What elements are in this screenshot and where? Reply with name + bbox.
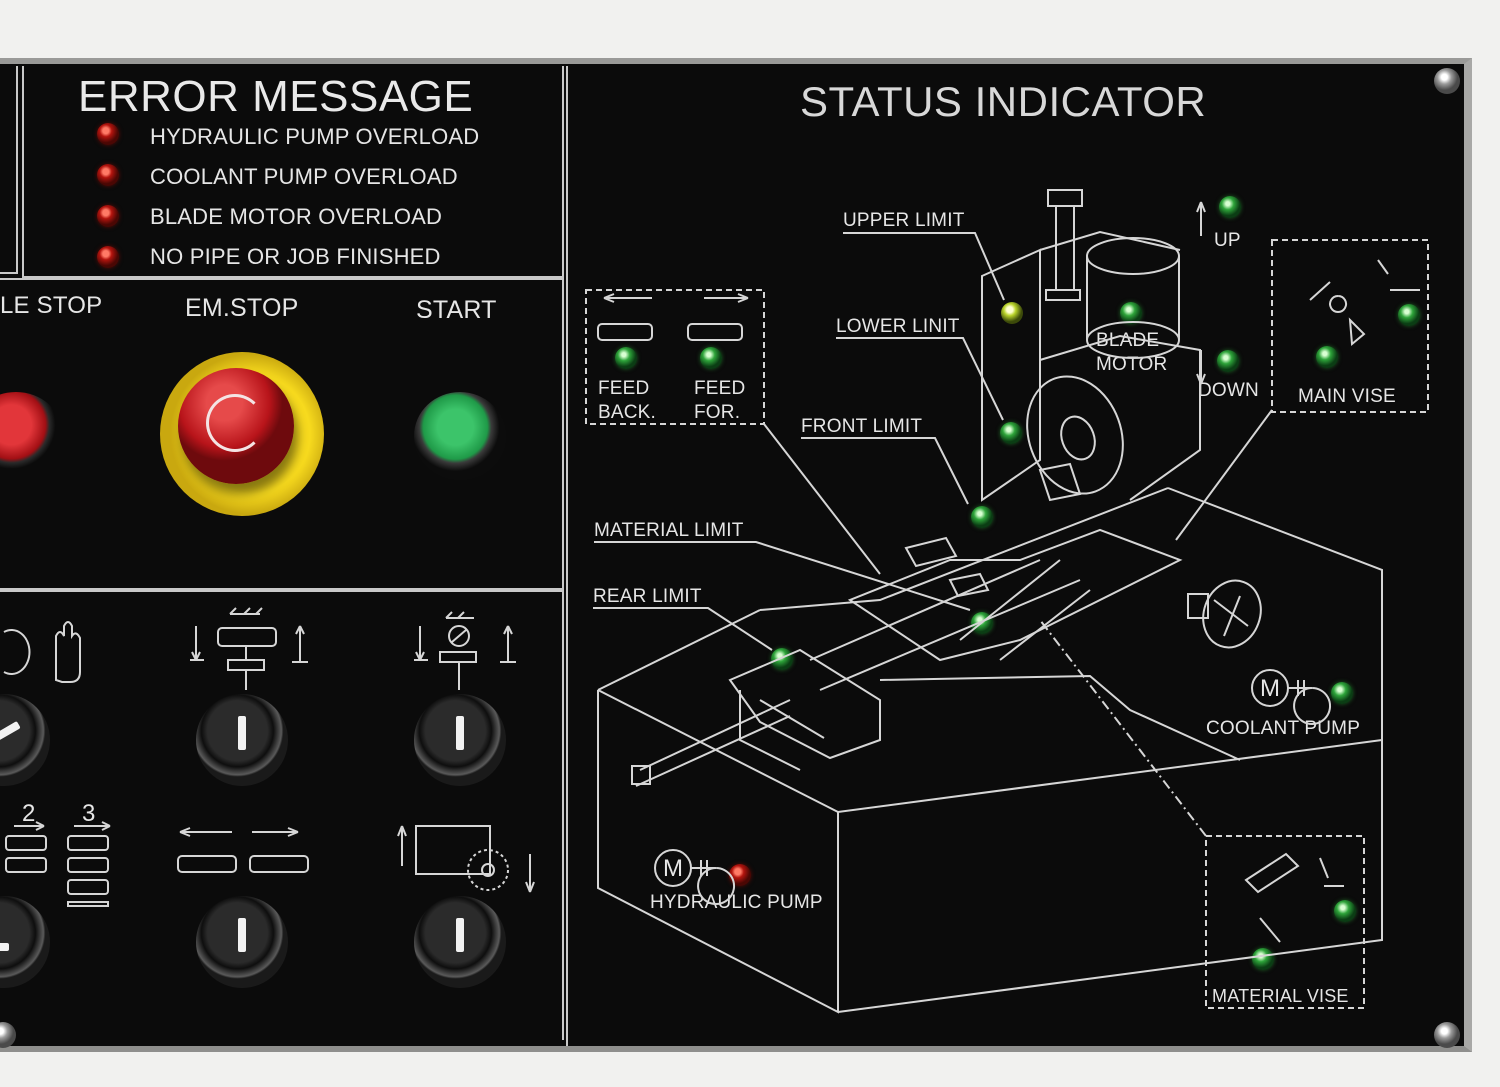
selector-number-2: 2 <box>22 800 36 827</box>
blade-motor-label-2: MOTOR <box>1096 354 1168 375</box>
led-main-vise-a <box>1398 304 1420 326</box>
lower-limit-label: LOWER LINIT <box>836 316 960 337</box>
error-label-coolant: COOLANT PUMP OVERLOAD <box>150 164 458 189</box>
led-feed-back <box>615 347 637 369</box>
led-blade-motor <box>1120 302 1142 324</box>
led-front-limit <box>971 506 993 528</box>
material-limit-label: MATERIAL LIMIT <box>594 520 744 541</box>
left-cut-section <box>0 66 18 274</box>
led-lower-limit <box>1000 422 1022 444</box>
selector-number-3: 3 <box>82 800 96 827</box>
blade-rotation-selector[interactable] <box>414 896 506 988</box>
main-vise-box <box>1271 239 1429 413</box>
front-limit-label: FRONT LIMIT <box>801 416 923 437</box>
screw-bottom-right <box>1434 1022 1460 1048</box>
error-message-section <box>22 66 564 278</box>
rotate-arrow-icon <box>206 394 264 452</box>
led-material-vise-b <box>1252 948 1274 970</box>
selectors-section <box>0 590 564 1040</box>
feed-box <box>585 289 765 425</box>
em-stop-button[interactable] <box>160 352 324 516</box>
error-led-hydraulic <box>97 123 119 145</box>
buttons-section <box>0 278 564 590</box>
em-stop-mushroom[interactable] <box>178 368 294 484</box>
material-vise-label: MATERIAL VISE <box>1212 986 1349 1006</box>
em-stop-label: EM.STOP <box>185 294 299 322</box>
main-vise-label: MAIN VISE <box>1298 386 1396 407</box>
material-vise-box <box>1205 835 1365 1009</box>
feed-for-label-1: FEED <box>694 378 746 399</box>
error-led-no-pipe <box>97 246 119 268</box>
status-indicator-section <box>566 66 1462 1046</box>
control-plate <box>0 58 1472 1052</box>
feed-back-label-1: FEED <box>598 378 650 399</box>
led-feed-for <box>700 347 722 369</box>
led-main-vise-b <box>1316 346 1338 368</box>
led-coolant-pump <box>1331 682 1353 704</box>
led-rear-limit <box>771 648 793 670</box>
led-material-vise-a <box>1334 900 1356 922</box>
upper-limit-label: UPPER LIMIT <box>843 210 965 231</box>
down-label: DOWN <box>1198 380 1259 401</box>
screw-bottom-left <box>0 1022 16 1048</box>
rear-limit-label: REAR LIMIT <box>593 586 702 607</box>
blade-up-down-selector[interactable] <box>196 694 288 786</box>
start-button[interactable] <box>414 392 506 480</box>
coolant-pump-label: COOLANT PUMP <box>1206 718 1361 739</box>
coolant-motor-symbol: M <box>1260 675 1281 702</box>
status-indicator-title: STATUS INDICATOR <box>800 78 1207 125</box>
led-up <box>1219 196 1241 218</box>
feed-back-label-2: BACK. <box>598 402 657 423</box>
screw-top-right <box>1434 68 1460 94</box>
start-label: START <box>416 296 497 324</box>
error-label-hydraulic: HYDRAULIC PUMP OVERLOAD <box>150 124 480 149</box>
error-label-no-pipe: NO PIPE OR JOB FINISHED <box>150 244 441 269</box>
error-message-title: ERROR MESSAGE <box>78 72 474 121</box>
led-down <box>1217 350 1239 372</box>
error-led-coolant <box>97 164 119 186</box>
vise-up-down-selector[interactable] <box>414 694 506 786</box>
cycle-stop-label: LE STOP <box>0 292 103 319</box>
led-upper-limit <box>1001 302 1023 324</box>
error-label-blade-motor: BLADE MOTOR OVERLOAD <box>150 204 443 229</box>
error-led-blade-motor <box>97 205 119 227</box>
feed-for-label-2: FOR. <box>694 402 741 423</box>
led-hydraulic-pump <box>729 864 751 886</box>
hydraulic-motor-symbol: M <box>663 855 684 882</box>
hydraulic-pump-label: HYDRAULIC PUMP <box>650 892 823 913</box>
up-label: UP <box>1214 230 1241 251</box>
feed-direction-selector[interactable] <box>196 896 288 988</box>
blade-motor-label-1: BLADE <box>1096 330 1160 351</box>
